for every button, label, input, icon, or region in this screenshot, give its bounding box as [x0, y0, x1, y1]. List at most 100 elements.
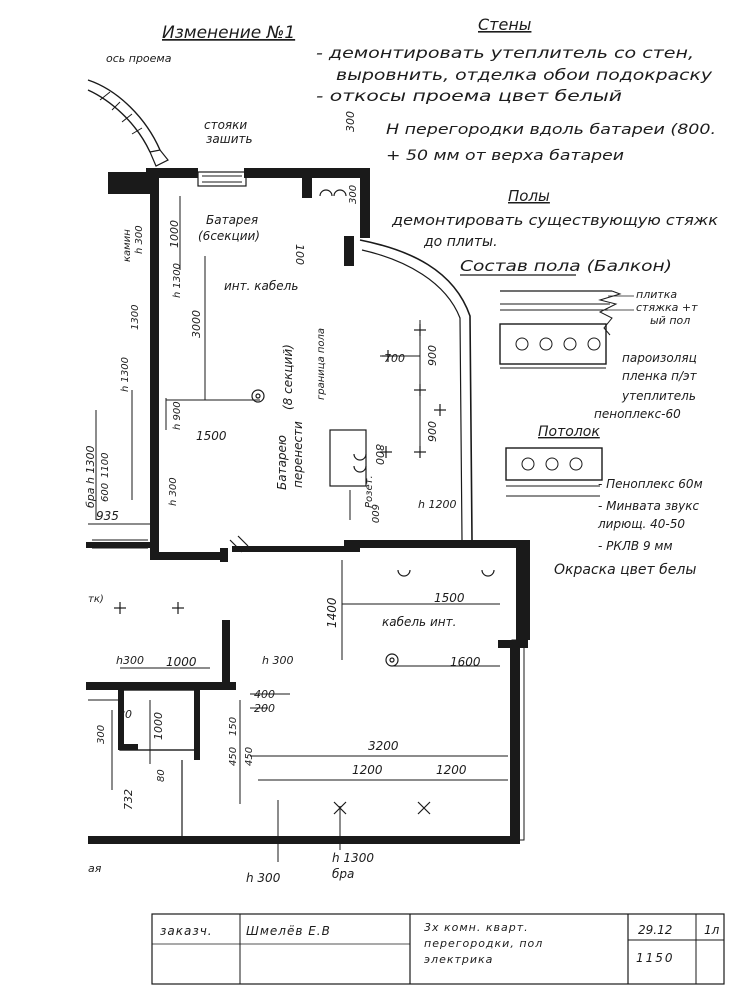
title-sheet-no: 1150 — [636, 951, 675, 965]
window-right — [511, 639, 525, 841]
dim-300-top: 300 — [344, 111, 357, 132]
partition-note-2: + 50 мм от верха батареи — [386, 148, 624, 164]
dim-935: 935 — [96, 509, 119, 523]
radiator-move-label-2: перенести — [291, 421, 305, 488]
tk-fragment: тк) — [88, 594, 104, 605]
fireplace-label: камин — [122, 229, 133, 262]
floor-layer-1: плитка — [636, 288, 677, 301]
floor-boundary-label: граница пола — [316, 328, 327, 400]
fire-riser-label: Розет. — [364, 475, 375, 508]
h1300-top: h 1300 — [172, 263, 183, 298]
h300-mid: h 300 — [262, 654, 293, 667]
dim-80: 80 — [118, 708, 132, 721]
dim-80-b: 80 — [156, 769, 167, 782]
dim-732: 732 — [122, 789, 135, 810]
ceiling-layer-1: - Пеноплекс 60м — [598, 477, 703, 491]
walls — [86, 168, 530, 844]
dim-300-left: 300 — [96, 725, 107, 744]
dim-1600: 1600 — [450, 655, 481, 669]
plan-labels: ось проема стояки зашить Батарея (6секци… — [84, 52, 456, 885]
title-desc-1: 3х комн. кварт. — [424, 921, 529, 934]
dim-1500-bal: 1500 — [434, 591, 465, 605]
h900-label: h 900 — [172, 401, 183, 430]
wall-light-icon — [333, 801, 347, 815]
ceiling-finish: Окраска цвет белы — [554, 562, 696, 578]
bra-h-label: бра h 1300 — [84, 446, 97, 508]
internet-cable-label: инт. кабель — [224, 279, 298, 293]
socket-icon — [353, 465, 367, 473]
walls-note-3: - откосы проема цвет белый — [316, 87, 622, 105]
title-block: заказч. Шмелёв Е.В 3х комн. кварт. перег… — [151, 913, 725, 985]
floor-layer-5: пленка п/эт — [622, 369, 698, 383]
title-order: заказч. — [160, 924, 213, 938]
floor-layer-detail: плитка стяжка +т ый пол пароизоляц пленк… — [499, 288, 698, 421]
floor-layer-7: пеноплекс-60 — [594, 407, 681, 421]
dim-450-b: 450 — [244, 747, 255, 766]
header-notes: Изменение №1 Стены - демонтировать утепл… — [162, 15, 719, 276]
change-title: Изменение №1 — [162, 23, 295, 43]
balcony-outline — [359, 239, 473, 541]
floors-heading: Полы — [508, 187, 550, 205]
dim-200: 200 — [254, 702, 275, 715]
dim-150: 150 — [228, 717, 239, 736]
dim-600-b: 600 — [100, 483, 111, 502]
h1200-label: h 1200 — [418, 498, 456, 511]
opening-axis-label: ось проема — [106, 52, 172, 65]
dim-800: 800 — [373, 444, 386, 465]
dim-600: 600 — [369, 504, 380, 523]
radiator-symbol — [197, 171, 247, 187]
dim-radiator-100: 100 — [293, 244, 306, 265]
floor-layer-2: стяжка +т — [636, 301, 698, 314]
title-desc-3: электрика — [424, 953, 493, 966]
floors-note-1: демонтировать существующую стяжк — [391, 213, 719, 229]
h300-bottom: h 300 — [246, 871, 281, 885]
risers-label: стояки — [204, 118, 247, 132]
socket-icon — [353, 453, 367, 461]
socket-icon — [319, 189, 333, 197]
dimension-texts: 300 300 1000 100 3000 1500 700 900 900 8… — [96, 111, 481, 810]
radiator-move-label-1: Батарею — [275, 435, 289, 490]
bath-box — [88, 539, 200, 836]
cable-int-label: кабель инт. — [382, 615, 456, 629]
ceiling-detail: Потолок - Пеноплекс 60м - Минвата звукс … — [505, 424, 703, 578]
ceiling-layer-3: лирющ. 40-50 — [597, 517, 685, 531]
dim-900-a: 900 — [426, 345, 439, 366]
title-sheet-mark: 1л — [704, 923, 720, 937]
radiator-label: Батарея — [206, 213, 258, 227]
dim-3200: 3200 — [368, 739, 399, 753]
radiator-move-label-3: (8 секций) — [281, 344, 295, 410]
opening-arc — [87, 79, 169, 167]
ceiling-heading: Потолок — [538, 424, 600, 440]
dim-1200-a: 1200 — [352, 763, 383, 777]
wall-light-icon — [417, 801, 431, 815]
dim-1000-c: 1000 — [152, 712, 165, 740]
floor-layer-3: ый пол — [650, 314, 690, 327]
dim-1200-b: 1200 — [436, 763, 467, 777]
risers-label-2: зашить — [206, 132, 253, 146]
dim-3000: 3000 — [190, 310, 203, 338]
dim-450-a: 450 — [228, 747, 239, 766]
dim-700: 700 — [384, 352, 405, 365]
h1300-left: h 1300 — [120, 357, 131, 392]
h300-left-box: h300 — [116, 654, 144, 667]
socket-icon — [397, 569, 411, 577]
ceiling-layer-2: - Минвата звукс — [598, 499, 700, 513]
dim-1400: 1400 — [325, 597, 339, 628]
bra-label: бра — [332, 867, 354, 881]
h1300-bottom: h 1300 — [332, 851, 374, 865]
dim-1100: 1100 — [100, 453, 111, 478]
radiator-sections-label: (6секции) — [198, 229, 260, 243]
dimension-lines — [88, 196, 508, 862]
lamp-icon — [385, 653, 399, 667]
lamp-icon — [251, 389, 265, 403]
ceiling-layer-4: - РКЛВ 9 мм — [598, 539, 673, 553]
floor-composition-heading: Состав пола (Балкон) — [460, 257, 672, 275]
dim-900-b: 900 — [426, 421, 439, 442]
floor-layer-4: пароизоляц — [622, 351, 697, 365]
partition-note-1: Н перегородки вдоль батареи (800. — [386, 122, 716, 138]
fireplace-h-label: h 300 — [134, 225, 145, 254]
title-date: 29.12 — [638, 923, 672, 937]
floors-note-2: до плиты. — [423, 234, 498, 250]
dim-1500-room: 1500 — [196, 429, 227, 443]
